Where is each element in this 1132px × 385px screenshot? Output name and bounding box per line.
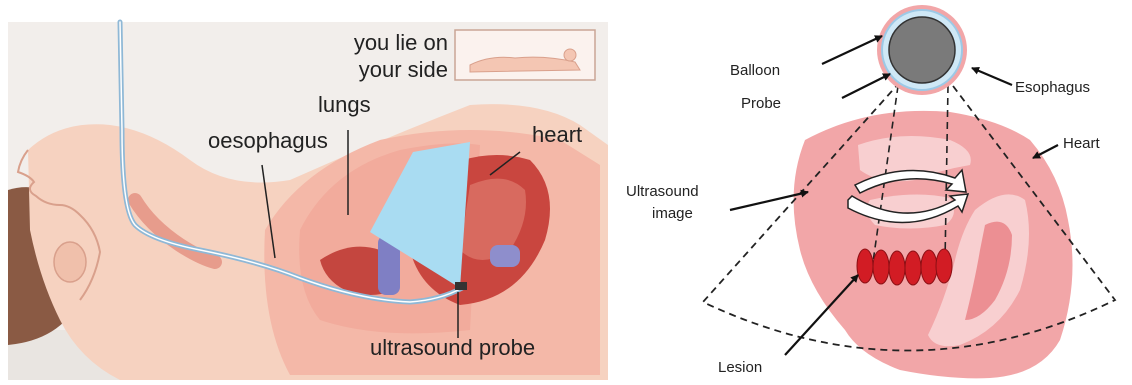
probe-tip: [455, 282, 467, 290]
lesion-segment: [857, 249, 873, 283]
label-oesophagus: oesophagus: [208, 128, 328, 153]
lesion-segment: [936, 249, 952, 283]
inset-figure: [470, 57, 580, 72]
label-esophagus: Esophagus: [1015, 79, 1090, 96]
inset-text-line1: you lie on: [354, 30, 448, 55]
lesion-segment: [873, 250, 889, 284]
pulmonary-vessel: [490, 245, 520, 267]
right-diagram: Balloon Probe Esophagus Heart Ultrasound…: [626, 5, 1115, 378]
label-heart: heart: [532, 122, 582, 147]
lesion-segment: [889, 251, 905, 285]
label-balloon: Balloon: [730, 62, 780, 79]
label-heart: Heart: [1063, 135, 1101, 152]
balloon-arrow: [822, 36, 882, 64]
lesion-segment: [921, 250, 937, 284]
label-probe: Probe: [741, 95, 781, 112]
label-ultrasound-line2: image: [652, 205, 693, 222]
label-ultrasound-probe: ultrasound probe: [370, 335, 535, 360]
label-ultrasound-line1: Ultrasound: [626, 183, 699, 200]
left-illustration: you lie on your side lungs oesophagus he…: [8, 22, 608, 380]
probe-arrow: [842, 74, 890, 98]
esophagus-arrow: [972, 68, 1012, 85]
label-lesion: Lesion: [718, 359, 762, 376]
lesion-segment: [905, 251, 921, 285]
probe-disc: [889, 17, 955, 83]
ear: [54, 242, 86, 282]
inset-text-line2: your side: [359, 57, 448, 82]
inset-head: [564, 49, 576, 61]
label-lungs: lungs: [318, 92, 371, 117]
